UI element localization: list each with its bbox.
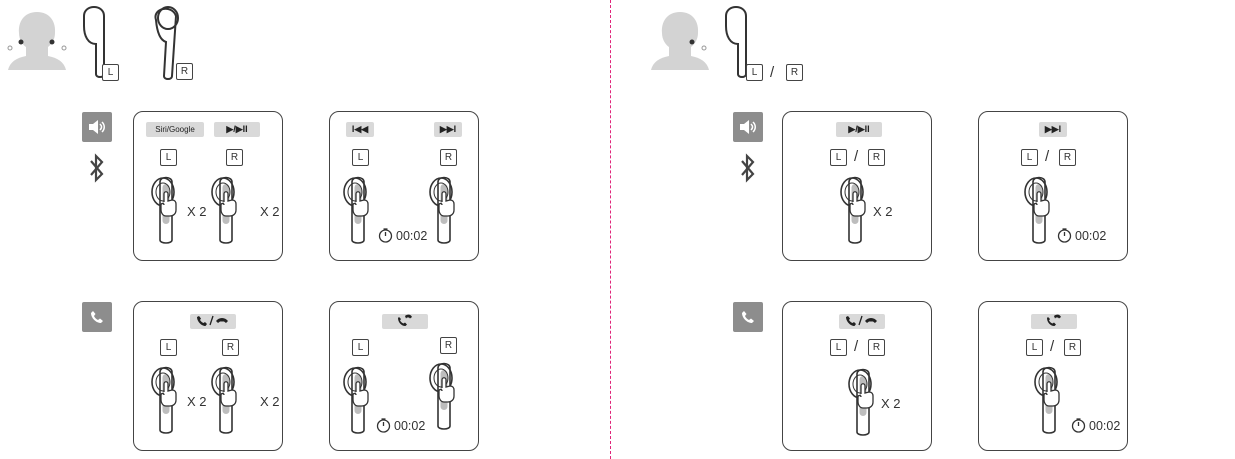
timer-icon [1057,228,1072,243]
call-card-hold: L R 00:02 [329,301,479,451]
right-label: R [226,149,243,166]
right-label: R [176,63,193,80]
right-label: R [440,149,457,166]
tap-finger-icon [343,366,369,434]
next-track-button: ▶▶I [1039,122,1067,137]
tap-finger-icon [211,366,237,434]
speaker-icon [82,112,112,142]
hangup-icon [197,315,228,326]
right-label: R [1059,149,1076,166]
tap-finger-icon [840,176,866,244]
duration-text: 00:02 [396,228,428,243]
answer-hangup-button [839,314,885,329]
bluetooth-icon [741,153,755,183]
tap-finger-icon [151,176,177,244]
right-label: R [1064,339,1081,356]
timer-icon [378,228,393,243]
tap-count: X 2 [187,204,207,219]
left-label: L [1021,149,1038,166]
hold-duration: 00:02 [1057,228,1106,243]
tap-finger-icon [1034,366,1060,434]
tap-finger-icon [429,362,455,430]
voice-assistant-button: Siri/Google [146,122,204,137]
music-card-double-tap: Siri/Google ▶/▶II L R X 2 X 2 [133,111,283,261]
left-label: L [102,64,119,81]
separator: / [854,148,859,165]
right-label: R [786,64,803,81]
left-label: L [352,339,369,356]
call-card-double-tap: L / R X 2 [782,301,932,451]
timer-icon [376,418,391,433]
left-label: L [160,149,177,166]
right-label: R [868,339,885,356]
duration-text: 00:02 [394,418,426,433]
speaker-icon [733,112,763,142]
person-head-icon [7,12,67,70]
hold-duration: 00:02 [1071,418,1120,433]
left-label: L [830,149,847,166]
tap-count: X 2 [260,204,280,219]
reject-call-button [382,314,428,329]
next-track-button: ▶▶I [434,122,462,137]
timer-icon [1071,418,1086,433]
tap-finger-icon [429,176,455,244]
tap-count: X 2 [873,204,893,219]
music-card-hold: ▶▶I L / R 00:02 [978,111,1128,261]
music-card-hold: I◀◀ ▶▶I L R 00:02 [329,111,479,261]
phone-icon [733,302,763,332]
right-label: R [440,337,457,354]
reject-call-icon [398,314,412,326]
left-label: L [352,149,369,166]
tap-finger-icon [211,176,237,244]
right-label: R [868,149,885,166]
music-card-double-tap: ▶/▶II L / R X 2 [782,111,932,261]
tap-finger-icon [848,368,874,436]
separator: / [770,64,775,81]
left-label: L [830,339,847,356]
tap-finger-icon [151,366,177,434]
reject-call-button [1031,314,1077,329]
phone-icon [82,302,112,332]
left-label: L [746,64,763,81]
call-card-double-tap: L R X 2 X 2 [133,301,283,451]
answer-hangup-button [190,314,236,329]
person-head-icon [651,12,709,70]
play-pause-button: ▶/▶II [836,122,882,137]
tap-finger-icon [343,176,369,244]
page-divider [610,0,611,459]
reject-call-icon [1047,314,1061,326]
left-label: L [160,339,177,356]
tap-count: X 2 [881,396,901,411]
duration-text: 00:02 [1089,418,1121,433]
tap-finger-icon [1024,176,1050,244]
separator: / [1050,338,1055,355]
play-pause-button: ▶/▶II [214,122,260,137]
hold-duration: 00:02 [376,418,425,433]
hangup-icon [846,315,877,326]
tap-count: X 2 [260,394,280,409]
tap-count: X 2 [187,394,207,409]
duration-text: 00:02 [1075,228,1107,243]
right-label: R [222,339,239,356]
left-label: L [1026,339,1043,356]
previous-track-button: I◀◀ [346,122,374,137]
separator: / [1045,148,1050,165]
bluetooth-icon [90,153,104,183]
hold-duration: 00:02 [378,228,427,243]
call-card-hold: L / R 00:02 [978,301,1128,451]
separator: / [854,338,859,355]
